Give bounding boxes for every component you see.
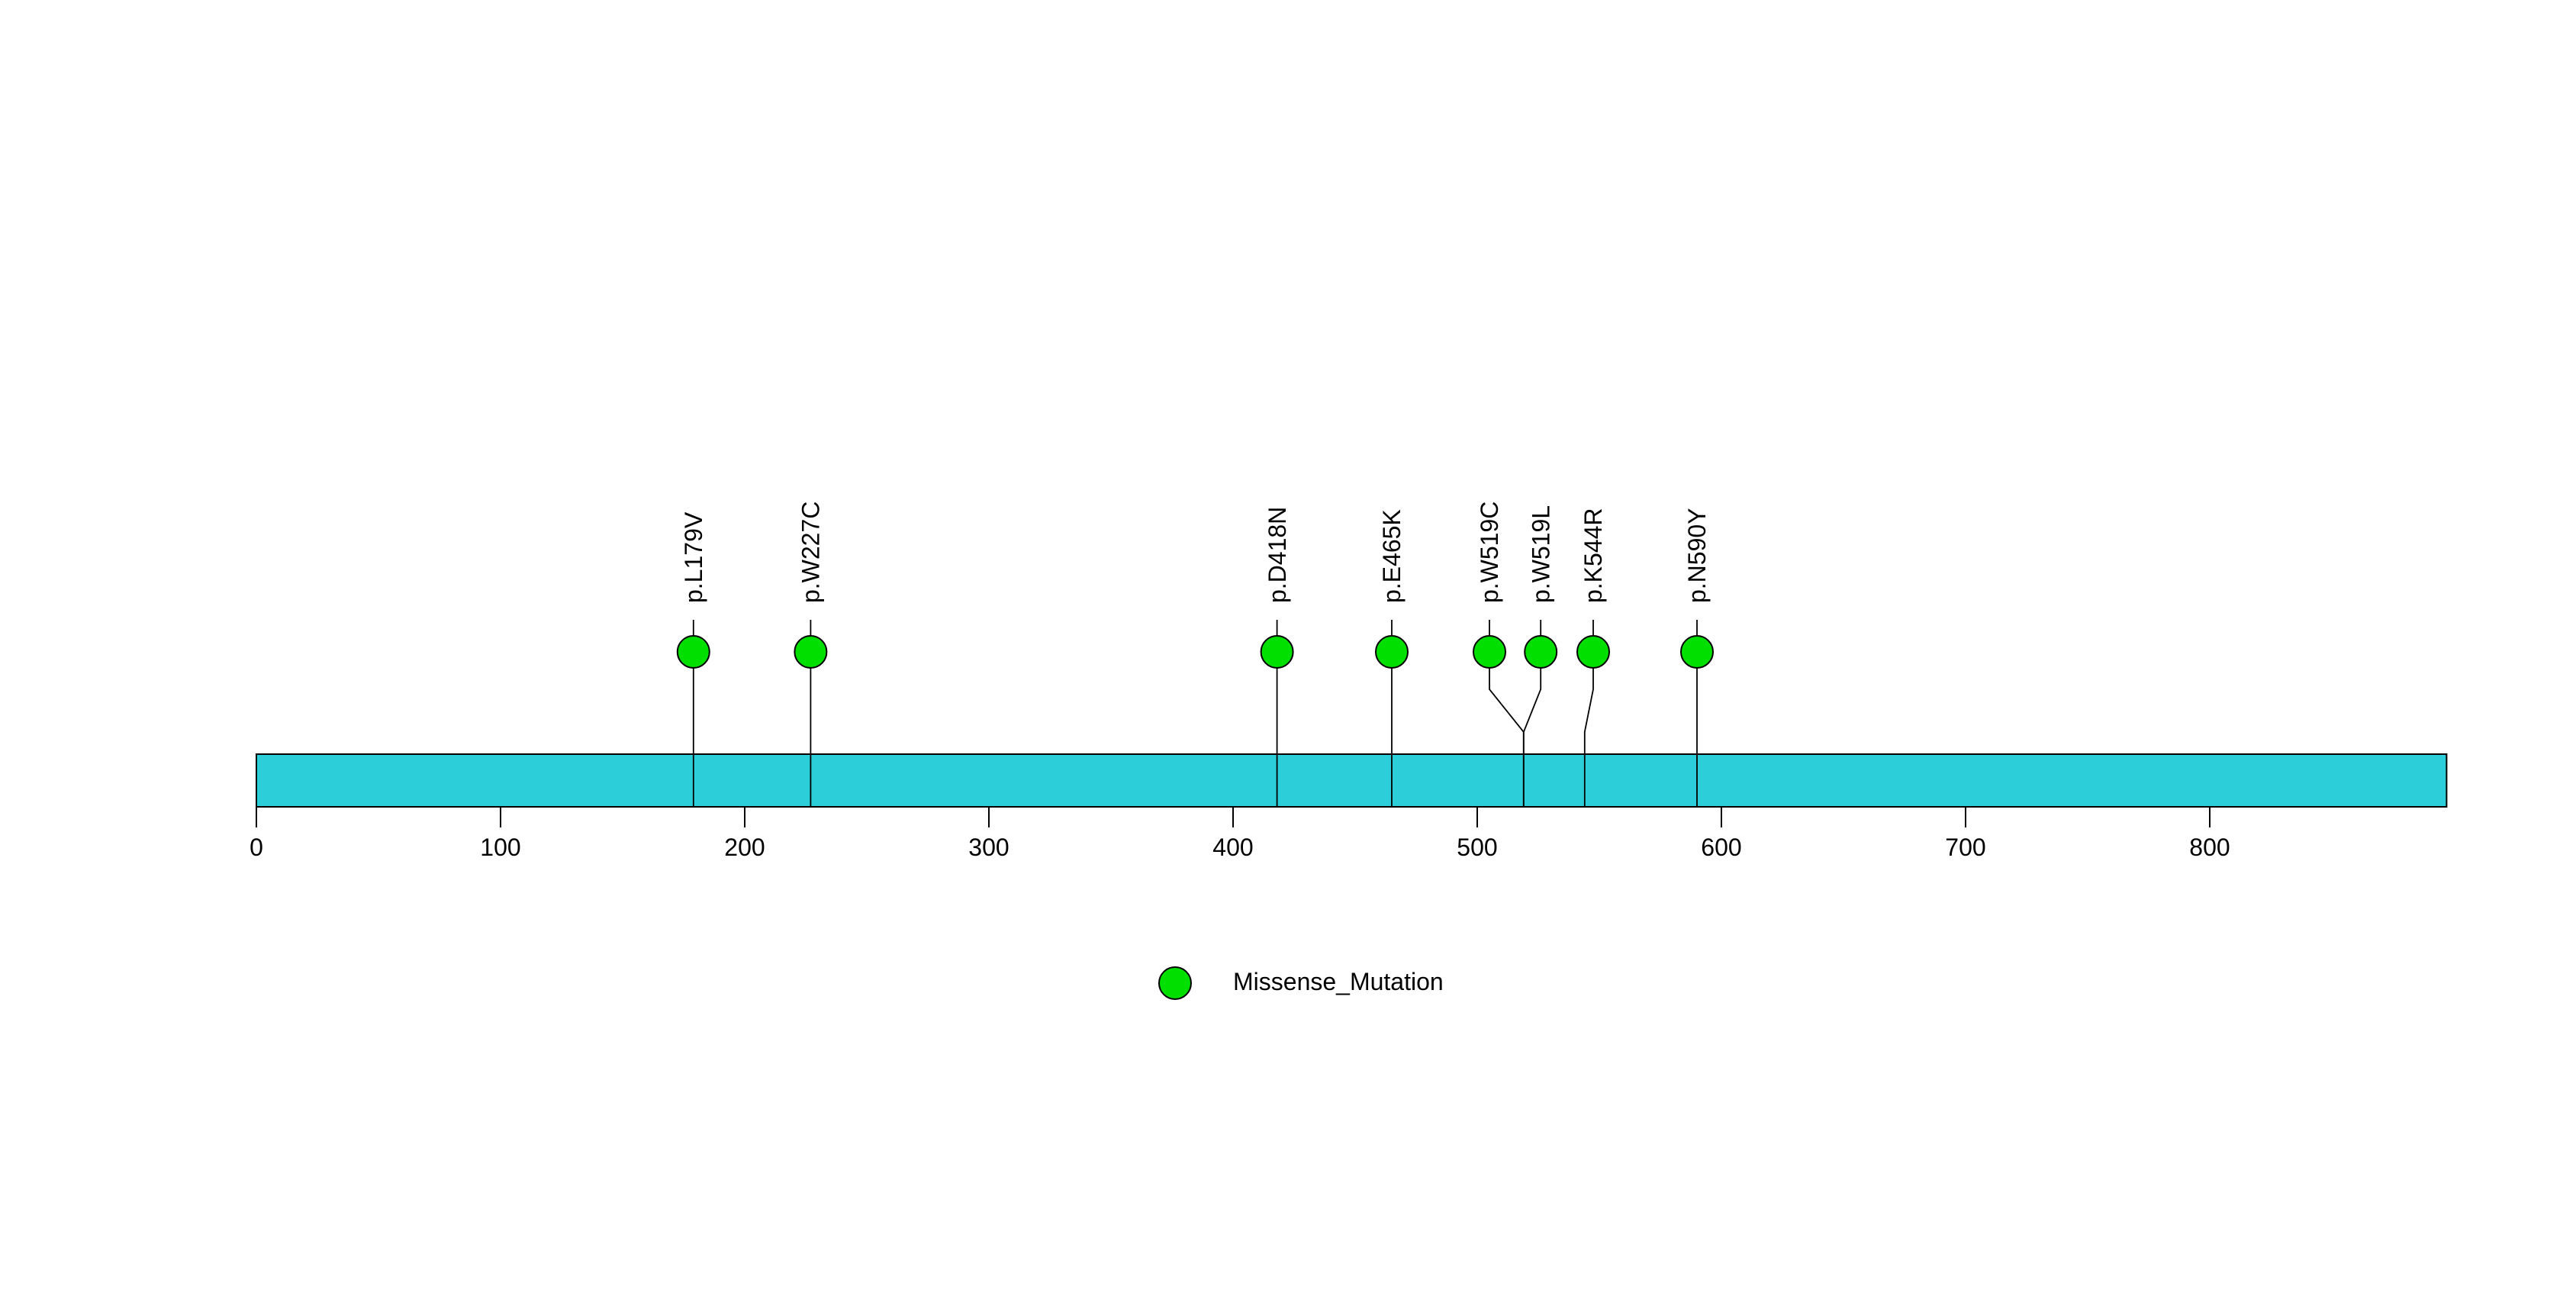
mutation-circle (794, 635, 828, 669)
axis-tick-label: 200 (724, 834, 765, 861)
mutation-circle (1680, 635, 1714, 669)
axis-tick-label: 700 (1945, 834, 1985, 861)
legend-swatch-circle (1158, 966, 1192, 1000)
mutation-label: p.L179V (680, 511, 707, 603)
axis-tick-label: 800 (2189, 834, 2230, 861)
axis-tick-label: 300 (968, 834, 1009, 861)
mutation-points (676, 635, 1714, 669)
mutation-circle (676, 635, 710, 669)
axis-tick-label: 0 (250, 834, 263, 861)
mutation-label: p.D418N (1264, 507, 1291, 603)
mutation-label: p.K544R (1579, 508, 1607, 603)
mutation-label: p.N590Y (1683, 508, 1711, 603)
protein-axis: 0 100 200 300 400 500 600 700 800 (250, 807, 2230, 861)
mutation-circle (1576, 635, 1610, 669)
mutation-circle (1524, 635, 1558, 669)
mutation-label: p.W519C (1476, 501, 1503, 603)
mutation-circle (1473, 635, 1506, 669)
axis-tick-label: 400 (1212, 834, 1253, 861)
mutation-label: p.W519L (1527, 505, 1554, 603)
axis-tick-label: 500 (1457, 834, 1497, 861)
mutation-label: p.E465K (1378, 509, 1406, 603)
axis-tick-label: 600 (1701, 834, 1741, 861)
mutation-label: p.W227C (797, 501, 825, 603)
protein-backbone-group (256, 753, 2448, 808)
axis-tick-label: 100 (480, 834, 520, 861)
protein-backbone-bar (256, 753, 2448, 808)
mutation-circle (1375, 635, 1409, 669)
mutation-labels: p.L179V p.W227C p.D418N p.E465K p.W519C p.W51… (680, 501, 1711, 603)
mutation-circle (1260, 635, 1294, 669)
legend: Missense_Mutation (1158, 966, 1444, 1000)
legend-label: Missense_Mutation (1233, 968, 1444, 995)
